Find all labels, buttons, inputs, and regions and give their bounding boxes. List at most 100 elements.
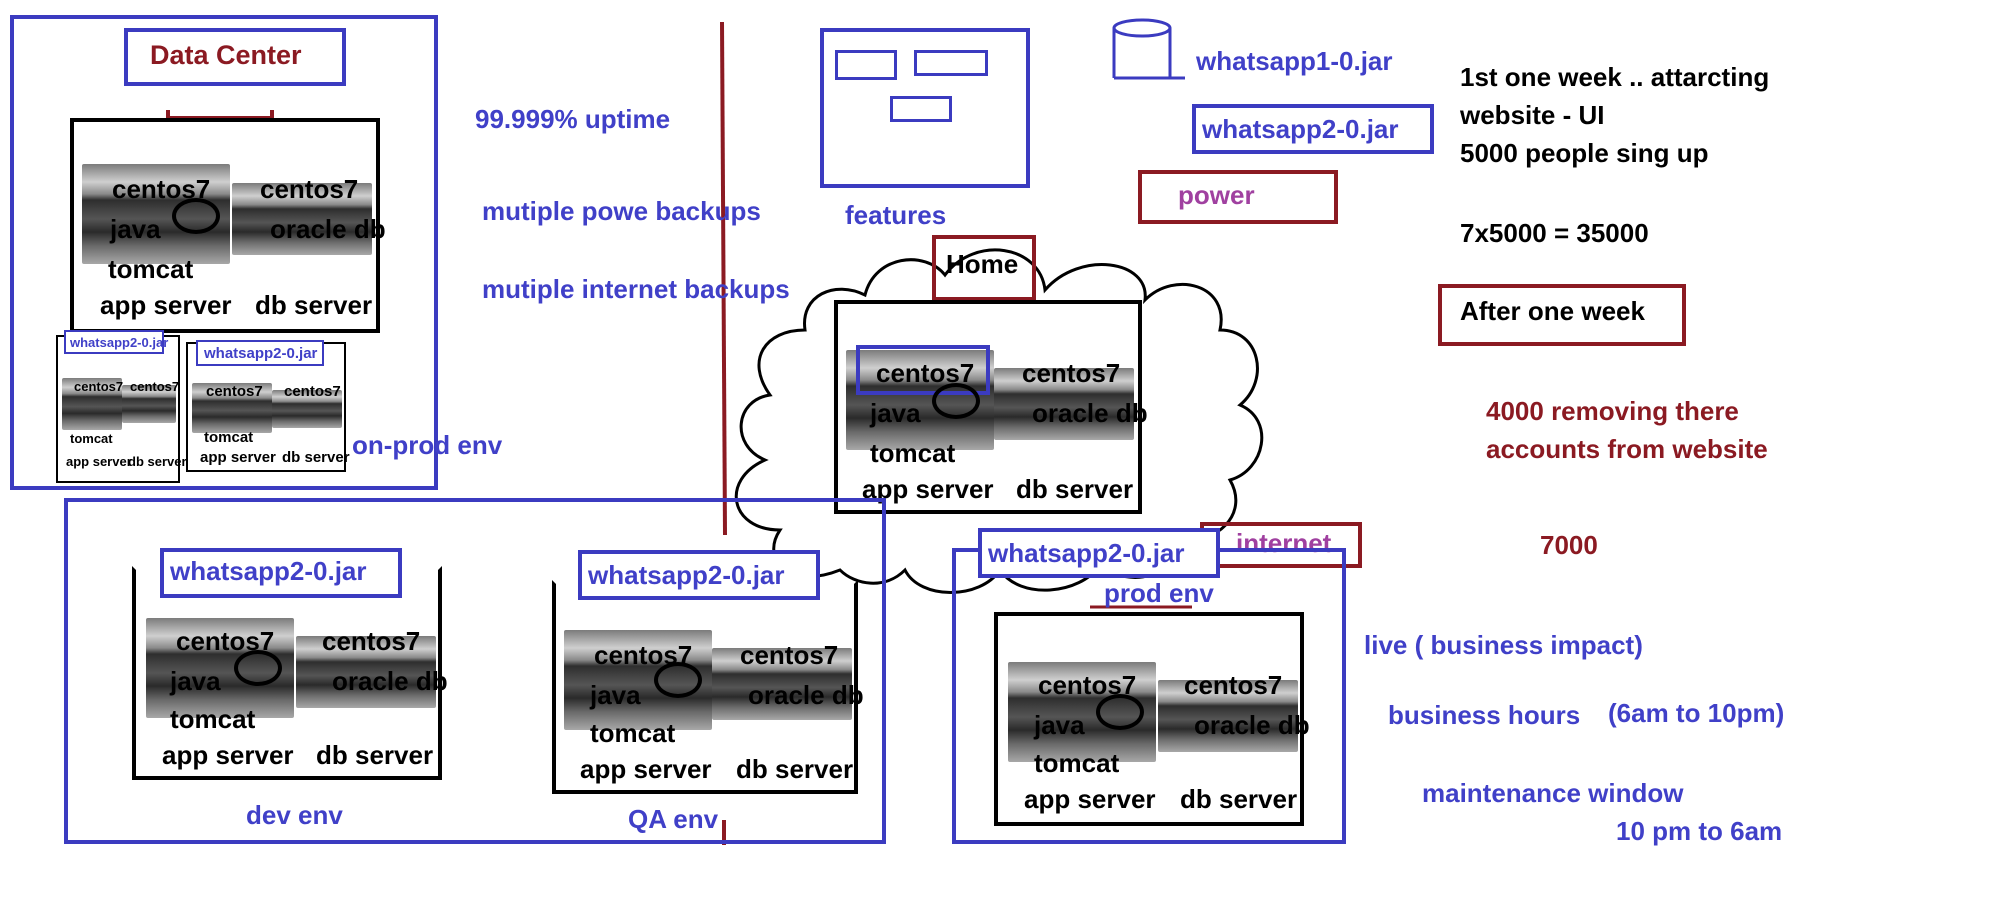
mini-os-label-1: centos7 [74,379,124,394]
prod-runtime-label: java [1034,710,1085,740]
mini-db-label-2: db server [282,449,350,466]
db-os-label: centos7 [260,174,359,204]
mini-rack-2b [272,390,342,428]
maintenance-note: maintenance window [1422,778,1684,808]
mini-db-os-label-2: centos7 [284,383,341,400]
dev-os-label: centos7 [176,626,275,656]
jar-label-2: whatsapp2-0.jar [1202,114,1399,144]
qa-db-server-label: db server [736,754,854,784]
dev-qa-box [64,498,886,844]
dev-jar-label: whatsapp2-0.jar [170,556,367,586]
prod-server-label: tomcat [1034,748,1120,778]
uptime-note: 99.999% uptime [475,104,671,134]
prod-jar-box [978,528,1220,578]
feature-block-3 [890,96,952,122]
jar-label-1: whatsapp1-0.jar [1196,46,1393,76]
qa-db-rack [712,648,852,720]
dev-highlight-circle [234,650,282,686]
prod-os-label: centos7 [1038,670,1137,700]
prod-jar-label: whatsapp2-0.jar [988,538,1185,568]
cloud-runtime-label: java [870,398,921,428]
mini-jar-label-1: whatsapp2-0.jar [70,335,169,350]
non-prod-env-label: on-prod env [352,430,503,460]
prod-db-rack [1158,680,1298,752]
dev-app-server-label: app server [162,740,294,770]
dev-server-label: tomcat [170,704,256,734]
dev-jar-box [160,548,402,598]
mini-server-label-1: tomcat [70,431,113,446]
db-server-rack [232,183,372,255]
cloud-db-server-label: db server [1016,474,1134,504]
mini-rack-1b [122,385,176,423]
dev-env-label: dev env [246,800,343,830]
app-server-label: app server [100,290,232,320]
prod-db-label: oracle db [1194,710,1310,740]
mini-server-label-2: tomcat [204,429,254,446]
home-label: Home [946,249,1019,279]
features-box [820,28,1030,188]
dev-db-server-label: db server [316,740,434,770]
features-label: features [845,200,947,230]
after-week-label: After one week [1460,296,1645,326]
mini-os-label-2: centos7 [206,383,263,400]
removing-note-1: 4000 removing there [1486,396,1739,426]
prod-app-server-label: app server [1024,784,1156,814]
dev-db-os-label: centos7 [322,626,421,656]
cloud-db-rack [994,368,1134,440]
note-line2: website - UI [1460,100,1605,130]
divider-line [720,21,727,536]
server-label: tomcat [108,254,194,284]
qa-db-os-label: centos7 [740,640,839,670]
dev-db-rack [296,636,436,708]
data-center-title-box [124,28,346,86]
db-label: oracle db [270,214,386,244]
dev-server-box [132,566,442,780]
qa-highlight-circle [654,662,702,698]
qa-db-label: oracle db [748,680,864,710]
power-box [1138,170,1338,224]
database-icon [1112,18,1172,38]
dc-server-box [70,118,380,333]
prod-server-box [994,612,1304,826]
qa-runtime-label: java [590,680,641,710]
prod-db-os-label: centos7 [1184,670,1283,700]
cloud-app-server-label: app server [862,474,994,504]
cloud-os-label: centos7 [876,358,975,388]
qa-server-box [552,580,858,794]
data-center-box [10,15,438,490]
qa-app-server-label: app server [580,754,712,784]
count-note: 7000 [1540,530,1598,560]
dev-db-label: oracle db [332,666,448,696]
prod-highlight-circle [1096,694,1144,730]
mini-rack-2a [192,383,272,433]
business-hours-range: (6am to 10pm) [1608,698,1785,728]
qa-env-label: QA env [628,804,719,834]
cloud-highlight-circle [932,383,980,419]
mini-app-label-1: app server [66,454,132,469]
os-label: centos7 [112,174,211,204]
live-note: live ( business impact) [1364,630,1643,660]
mini-jar-box-2 [196,340,324,366]
feature-block-1 [835,50,897,80]
qa-jar-label: whatsapp2-0.jar [588,560,785,590]
internet-backup-note: mutiple internet backups [482,274,790,304]
power-label: power [1178,180,1255,210]
power-backup-note: mutiple powe backups [482,196,761,226]
qa-server-label: tomcat [590,718,676,748]
cloud-server-label: tomcat [870,438,956,468]
removing-note-2: accounts from website [1486,434,1768,464]
db-server-label: db server [255,290,373,320]
cloud-os-box [856,345,990,395]
mini-db-os-label-1: centos7 [130,379,180,394]
note-line1: 1st one week .. attarcting [1460,62,1770,92]
mini-db-label-1: db server [128,454,187,469]
mini-jar-box-1 [64,330,164,354]
prod-db-server-label: db server [1180,784,1298,814]
cloud-db-label: oracle db [1032,398,1148,428]
cloud-server-box [834,300,1142,514]
business-hours-note: business hours [1388,700,1581,730]
mini-app-label-2: app server [200,449,276,466]
calc-note: 7x5000 = 35000 [1460,218,1649,248]
jar-box-2 [1192,104,1434,154]
prod-env-label: prod env [1104,578,1214,608]
